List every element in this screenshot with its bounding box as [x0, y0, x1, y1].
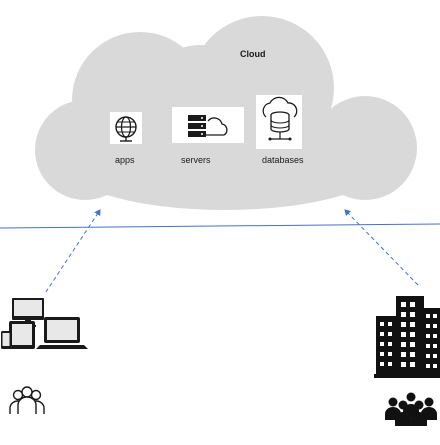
arrow-office-to-cloud: [344, 209, 419, 286]
people-outline-icon: [9, 386, 45, 414]
cloud-title: Cloud: [240, 49, 266, 59]
people-group-icon: [385, 392, 437, 426]
globe-icon: [110, 112, 142, 144]
server-cloud-icon: [172, 107, 244, 143]
database-cloud-icon: [256, 95, 302, 149]
network-boundary-line: [0, 223, 440, 229]
service-label-apps: apps: [115, 155, 135, 165]
devices-icon: [0, 293, 92, 363]
office-buildings-icon: [372, 294, 440, 386]
arrow-devices-to-cloud: [41, 209, 101, 299]
service-label-databases: databases: [262, 155, 304, 165]
service-label-servers: servers: [181, 155, 211, 165]
